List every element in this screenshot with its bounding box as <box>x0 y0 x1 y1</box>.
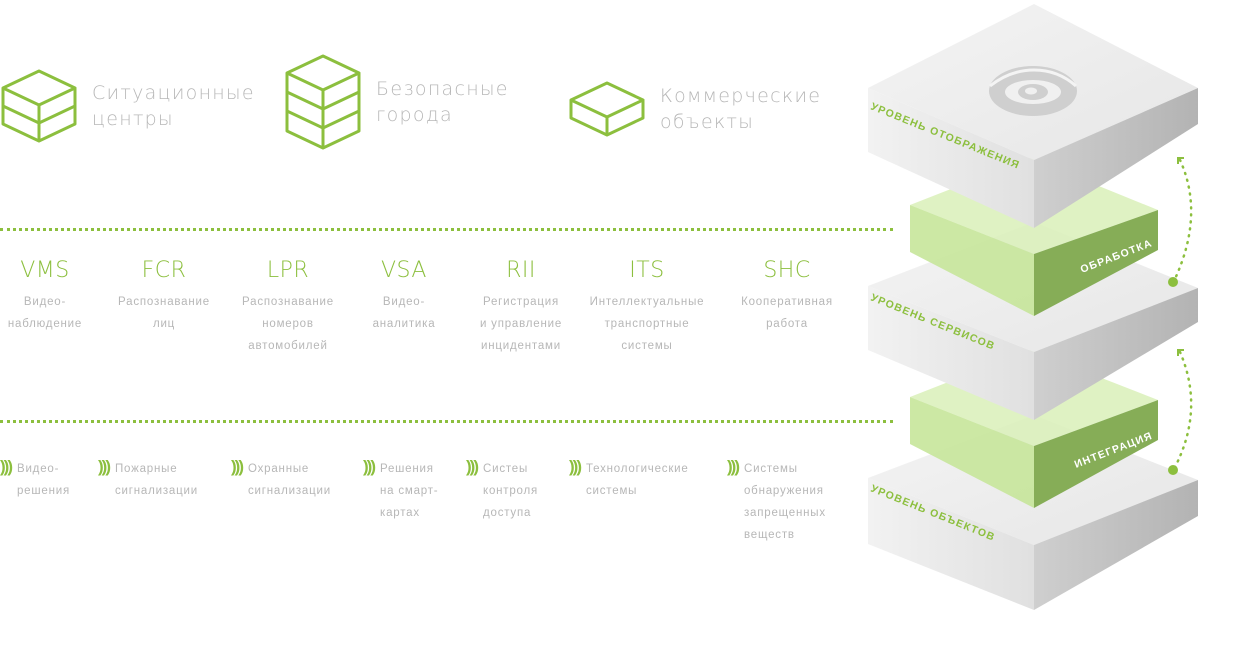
segment-safe-cities: Безопасные города <box>284 53 509 151</box>
service-description: Видео- наблюдение <box>7 296 83 330</box>
wireless-signal-icon: ))) <box>727 457 740 476</box>
object-technological: ))) Технологические системы <box>569 458 689 502</box>
service-code: SHC <box>763 258 811 283</box>
service-code: VMS <box>20 258 70 283</box>
wireless-signal-icon: ))) <box>0 457 13 476</box>
box-icon <box>1 69 77 143</box>
object-access-control: ))) Систеы контроля доступа <box>466 458 538 524</box>
service-code: RII <box>506 258 536 283</box>
service-code: VSA <box>381 258 427 283</box>
service-vsa: VSA Видео- аналитика <box>339 258 469 335</box>
wireless-signal-icon: ))) <box>569 457 582 476</box>
service-description: Видео- аналитика <box>372 296 436 330</box>
segment-label: Ситуационные центры <box>92 82 255 130</box>
service-code: LPR <box>266 258 310 283</box>
object-smart-cards: ))) Решения на смарт- картах <box>363 458 438 524</box>
object-security-alarm: ))) Охранные сигнализации <box>231 458 331 502</box>
service-fcr: FCR Распознавание лиц <box>99 258 229 335</box>
object-label: Системы обнаружения запрещенных веществ <box>743 463 826 541</box>
box-stack-icon <box>285 54 361 150</box>
service-vms: VMS Видео- наблюдение <box>0 258 110 335</box>
wireless-signal-icon: ))) <box>363 457 376 476</box>
layer-stack-diagram: УРОВЕНЬ ОТОБРАЖЕНИЯ ОБРАБОТКА УРОВЕНЬ СЕ… <box>868 4 1198 610</box>
object-label: Пожарные сигнализации <box>114 463 198 497</box>
flat-box-icon <box>569 81 645 137</box>
object-label: Систеы контроля доступа <box>482 463 539 519</box>
segment-commercial: Коммерческие объекты <box>568 80 820 138</box>
service-description: Кооперативная работа <box>741 296 833 330</box>
object-label: Решения на смарт- картах <box>379 463 439 519</box>
flow-arc-upper <box>1168 157 1193 287</box>
service-shc: SHC Кооперативная работа <box>722 258 852 335</box>
eye-logo-icon <box>989 66 1077 116</box>
divider-dotted-top <box>0 228 893 231</box>
service-description: Интеллектуальные транспортные системы <box>589 296 705 352</box>
wireless-signal-icon: ))) <box>231 457 244 476</box>
service-rii: RII Регистрация и управление инцидентами <box>456 258 586 357</box>
service-lpr: LPR Распознавание номеров автомобилей <box>223 258 353 357</box>
divider-dotted-bottom <box>0 420 893 423</box>
wireless-signal-icon: ))) <box>98 457 111 476</box>
flow-arc-lower <box>1168 349 1193 475</box>
service-description: Распознавание лиц <box>118 296 210 330</box>
service-code: FCR <box>141 258 187 283</box>
service-description: Регистрация и управление инцидентами <box>479 296 563 352</box>
object-video: ))) Видео- решения <box>0 458 70 502</box>
object-label: Видео- решения <box>16 463 70 497</box>
wireless-signal-icon: ))) <box>466 457 479 476</box>
object-fire-alarm: ))) Пожарные сигнализации <box>98 458 198 502</box>
object-label: Охранные сигнализации <box>247 463 331 497</box>
service-its: ITS Интеллектуальные транспортные систем… <box>582 258 712 357</box>
segment-situation-centers: Ситуационные центры <box>0 68 255 144</box>
object-detection: ))) Системы обнаружения запрещенных веще… <box>727 458 826 546</box>
service-code: ITS <box>629 258 665 283</box>
object-label: Технологические системы <box>585 463 689 497</box>
segment-label: Безопасные города <box>376 78 509 126</box>
segment-label: Коммерческие объекты <box>660 85 822 133</box>
service-description: Распознавание номеров автомобилей <box>242 296 334 352</box>
